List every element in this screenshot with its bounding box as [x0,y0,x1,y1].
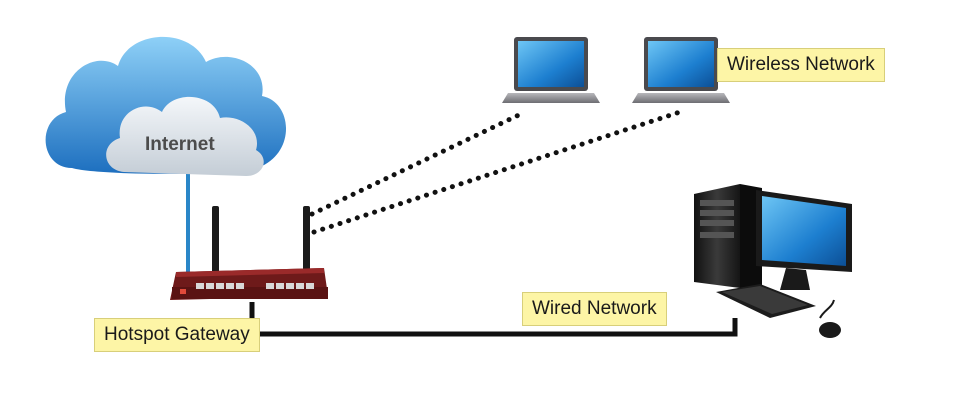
cloud-icon [45,36,287,176]
wireless-link-2 [311,109,683,235]
wired-network-label: Wired Network [522,292,667,326]
wireless-link-1 [309,109,528,217]
router-icon [170,206,328,300]
internet-label: Internet [145,134,215,155]
desktop-computer-icon [694,184,852,338]
laptop-icon [632,37,730,103]
hotspot-gateway-label: Hotspot Gateway [94,318,260,352]
laptop-icon [502,37,600,103]
wireless-network-label: Wireless Network [717,48,885,82]
